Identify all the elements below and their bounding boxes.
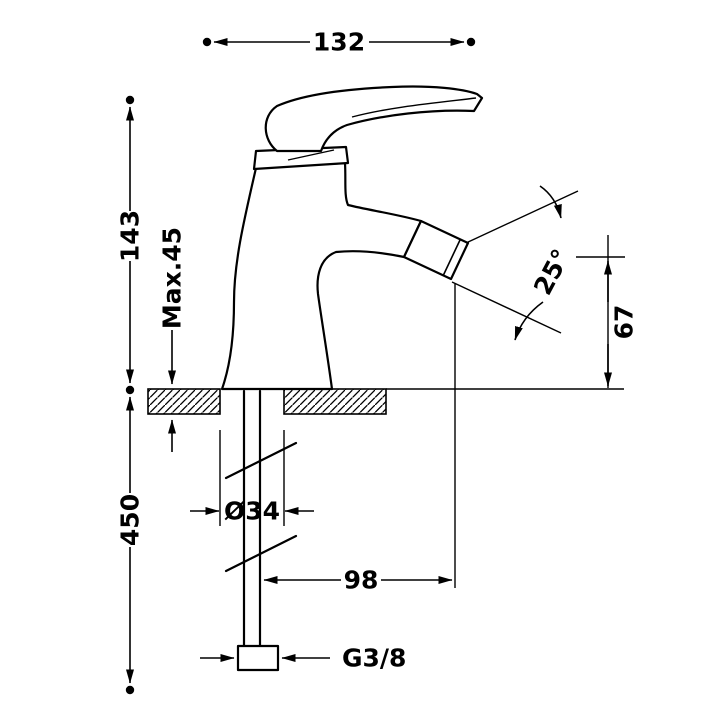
dim-thread-g38: G3/8 [200, 644, 406, 673]
deck-slab-left [147, 388, 221, 415]
dim-end-dot [125, 685, 135, 695]
collar-detail-line [287, 149, 335, 161]
dim-end-dot [202, 37, 212, 47]
lever-handle [264, 85, 484, 153]
dim-label-thread: G3/8 [342, 644, 406, 673]
dim-diameter-34: Ø34 [190, 430, 314, 526]
aerator-face-line [442, 239, 461, 277]
faucet-body [220, 85, 484, 391]
deck-section [147, 388, 624, 415]
dim-length-450: 450 [116, 396, 145, 695]
supply-pipe [224, 389, 298, 672]
dim-label-base-diameter: Ø34 [224, 497, 280, 526]
dim-angle-25: 25° [451, 185, 579, 341]
aerator-nozzle [402, 219, 470, 281]
dim-label-hose-length: 450 [116, 494, 145, 546]
dim-height-143: 143 [116, 95, 145, 395]
dim-end-dot [466, 37, 476, 47]
dim-reach-98: 98 [263, 284, 456, 595]
angle-extension-upper [465, 190, 579, 244]
dim-label-spout-reach: 98 [344, 566, 379, 595]
thread-connector [236, 644, 280, 672]
deck-slab-right [283, 388, 387, 415]
dim-height-67: 67 [576, 235, 639, 388]
dim-deck-max45: Max.45 [158, 227, 187, 452]
lever-underside-line [351, 97, 477, 118]
pipe-break-mark-lower [224, 534, 298, 573]
angle-arc-upper [539, 185, 562, 219]
angle-extension-lower [451, 281, 562, 334]
dim-label-width-top: 132 [313, 28, 365, 57]
dim-label-spout-angle: 25° [528, 244, 576, 299]
body-and-spout-outline [220, 161, 423, 391]
dim-end-dot [125, 385, 135, 395]
dim-end-dot [125, 95, 135, 105]
dim-label-height-body: 143 [116, 210, 145, 262]
dim-label-outlet-height: 67 [610, 305, 639, 340]
angle-arc-lower [514, 301, 544, 341]
dim-label-deck-thickness: Max.45 [158, 227, 187, 329]
dim-width-132: 132 [202, 28, 476, 57]
